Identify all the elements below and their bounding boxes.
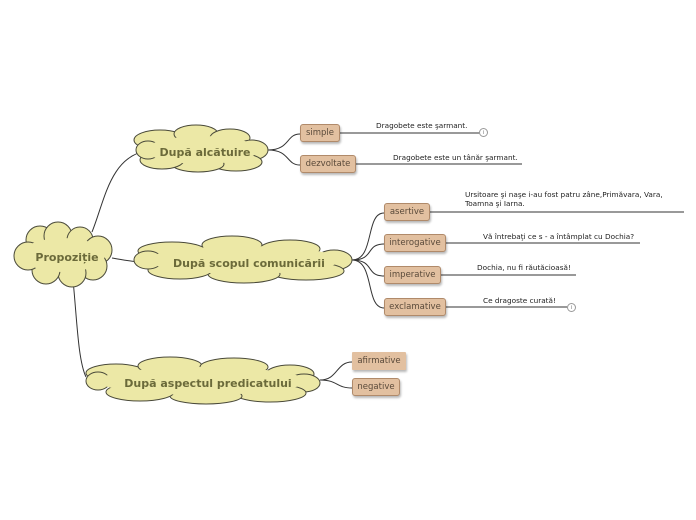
- connector-b3-afirmative: [319, 361, 353, 381]
- topic-negative[interactable]: negative: [352, 378, 400, 396]
- topic-afirmative[interactable]: afirmative: [352, 352, 406, 370]
- note-exclamative: Ce dragoste curată!: [483, 296, 556, 305]
- note-asertive: Ursitoare şi naşe i-au fost patru zâne,P…: [465, 190, 663, 208]
- branch-3-label: După aspectul predicatului: [124, 377, 291, 390]
- topic-imperative[interactable]: imperative: [384, 266, 441, 284]
- note-dezvoltate: Dragobete este un tânăr şarmant.: [393, 153, 518, 162]
- info-icon[interactable]: i: [479, 128, 488, 137]
- info-icon[interactable]: i: [567, 303, 576, 312]
- connector-b1-dezvoltate: [267, 149, 301, 166]
- branch-1-label: După alcătuire: [160, 146, 251, 159]
- cloud-branch-2[interactable]: [133, 235, 353, 284]
- connector-b2-imperative: [351, 259, 385, 277]
- topic-dezvoltate[interactable]: dezvoltate: [300, 155, 356, 173]
- topic-asertive[interactable]: asertive: [384, 203, 430, 221]
- root-label: Propoziție: [35, 251, 98, 264]
- note-imperative: Dochia, nu fi răutăcioasă!: [477, 263, 571, 272]
- cloud-root[interactable]: [13, 221, 113, 288]
- connector-b3-negative: [319, 379, 353, 389]
- connector-b2-interogative: [351, 243, 385, 261]
- topic-exclamative[interactable]: exclamative: [384, 298, 446, 316]
- branch-2-label: După scopul comunicării: [173, 257, 325, 270]
- connector-b1-simple: [267, 133, 301, 151]
- cloud-branch-1[interactable]: [133, 124, 269, 173]
- connector-root-branch-3: [72, 279, 87, 378]
- connector-b2-asertive: [351, 212, 385, 261]
- topic-simple[interactable]: simple: [300, 124, 340, 142]
- cloud-branch-3[interactable]: [85, 356, 321, 405]
- connector-b2-exclamative: [351, 259, 385, 309]
- connectors: [72, 132, 684, 389]
- note-interogative: Vă întrebaţi ce s - a întâmplat cu Dochi…: [483, 232, 635, 241]
- note-simple: Dragobete este şarmant.: [376, 121, 468, 130]
- topic-interogative[interactable]: interogative: [384, 234, 446, 252]
